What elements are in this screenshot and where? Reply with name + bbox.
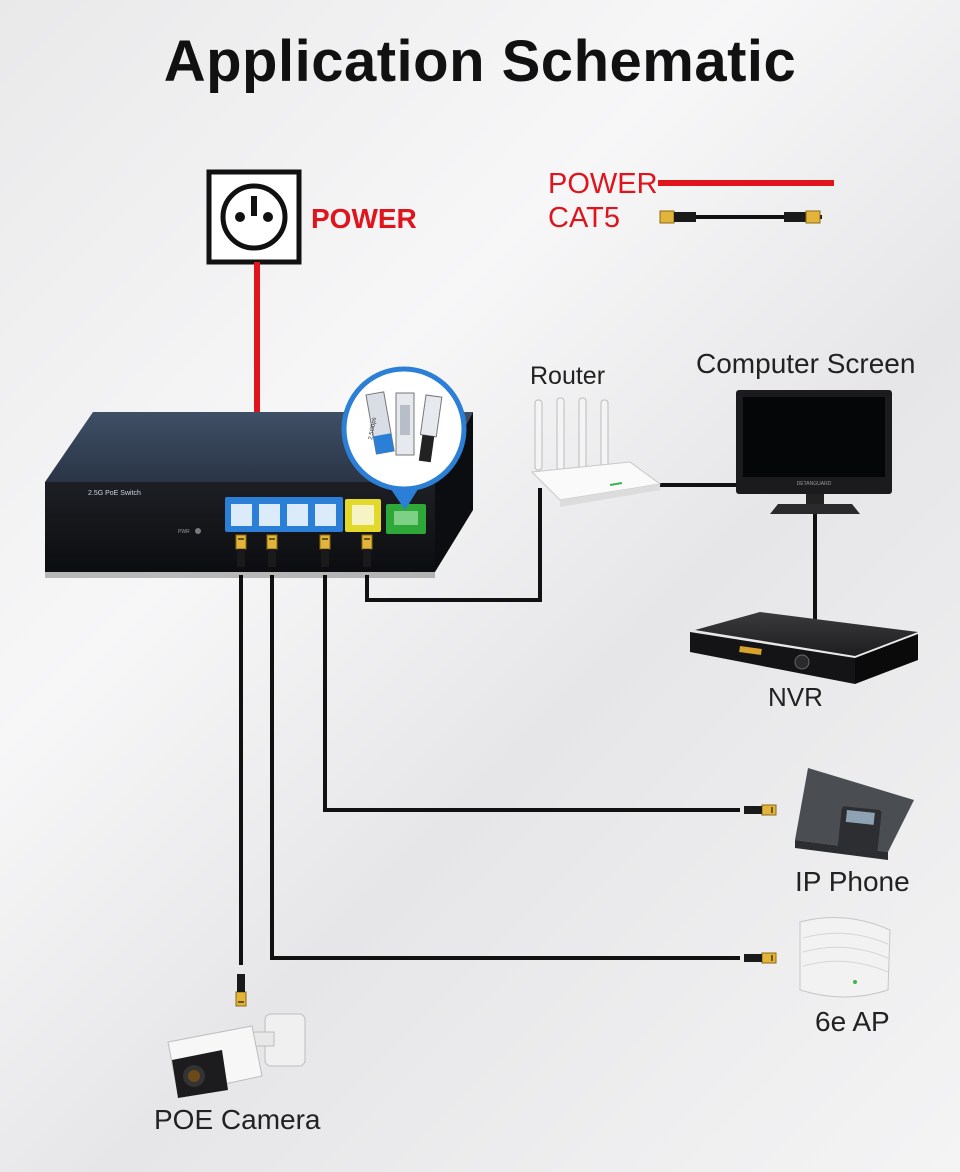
outlet-power-label: POWER xyxy=(311,203,417,234)
legend-cat5-cable xyxy=(659,210,822,224)
screen-brand-label: DETANGUARD xyxy=(797,481,832,487)
sfp-port xyxy=(386,504,426,534)
legend-cat5-label: CAT5 xyxy=(548,202,620,234)
access-point-label: 6e AP xyxy=(815,1006,890,1037)
nvr-icon xyxy=(690,612,918,684)
computer-screen-label: Computer Screen xyxy=(696,348,916,379)
page-title: Application Schematic xyxy=(163,29,797,94)
cable-router xyxy=(365,488,542,602)
legend-power-label: POWER xyxy=(548,168,658,200)
switch-model-label: 2.5G PoE Switch xyxy=(88,490,141,497)
uplink-port xyxy=(345,499,381,532)
access-point-icon xyxy=(799,917,891,998)
legend xyxy=(658,180,834,224)
poe-ports xyxy=(225,497,343,532)
ip-phone-label: IP Phone xyxy=(795,866,910,897)
power-socket-icon xyxy=(206,169,302,265)
camera-label: POE Camera xyxy=(154,1104,321,1135)
router-label: Router xyxy=(530,362,606,390)
cable-ap xyxy=(270,575,740,960)
switch-pwr-label: PWR xyxy=(178,529,190,535)
nvr-label: NVR xyxy=(768,682,823,712)
router-icon xyxy=(530,397,662,507)
cat5-cables xyxy=(239,483,817,965)
computer-screen-icon xyxy=(736,390,892,514)
sfp-module-icon xyxy=(341,366,467,510)
ip-phone-icon xyxy=(795,768,914,860)
sfp-badge-label: 2.5Gbps xyxy=(368,417,378,440)
cable-ip-phone xyxy=(323,575,740,812)
poe-camera-icon xyxy=(167,1013,306,1098)
